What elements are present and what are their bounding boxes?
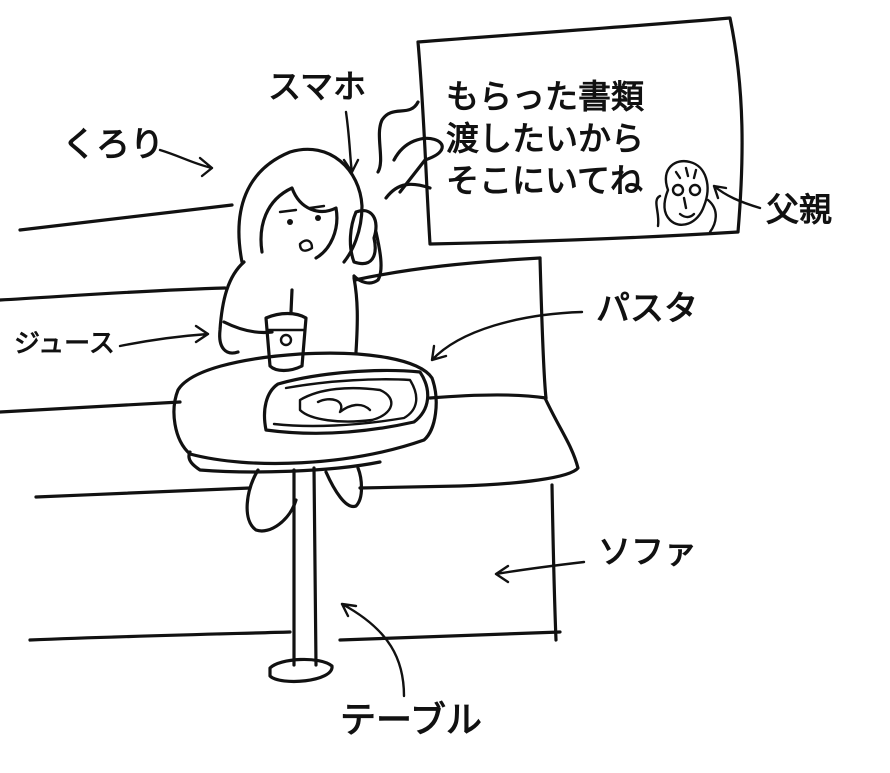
label-father: 父親 [766, 190, 832, 229]
speech-bubble [376, 16, 744, 246]
arrow-pasta [430, 310, 584, 362]
label-table: テーブル [340, 700, 482, 741]
girl-figure [218, 147, 383, 533]
sofa [353, 136, 580, 642]
speech-bubble-text: もらった書類 渡したいから そこにいてね [446, 76, 644, 202]
juice-cup [264, 288, 308, 373]
annotation-arrows [118, 110, 762, 698]
label-smartphone: スマホ [268, 67, 367, 106]
pasta-plate [262, 368, 430, 435]
father-doodle [655, 159, 717, 234]
wall-stripes [0, 203, 562, 642]
speech-line: そこにいてね [446, 161, 644, 200]
table [172, 351, 438, 684]
label-sofa: ソファ [598, 532, 697, 571]
speech-line: 渡したいから [446, 119, 644, 158]
arrow-sofa [494, 560, 586, 584]
arrow-kurori [158, 148, 214, 178]
label-pasta: パスタ [596, 289, 698, 329]
label-kurori: くろり [62, 125, 164, 165]
label-juice: ジュース [14, 329, 115, 359]
arrow-father [712, 184, 762, 210]
arrow-juice [118, 324, 210, 348]
arrow-sumaho [342, 110, 360, 174]
arrow-table [340, 602, 406, 698]
speech-line: もらった書類 [446, 77, 644, 116]
